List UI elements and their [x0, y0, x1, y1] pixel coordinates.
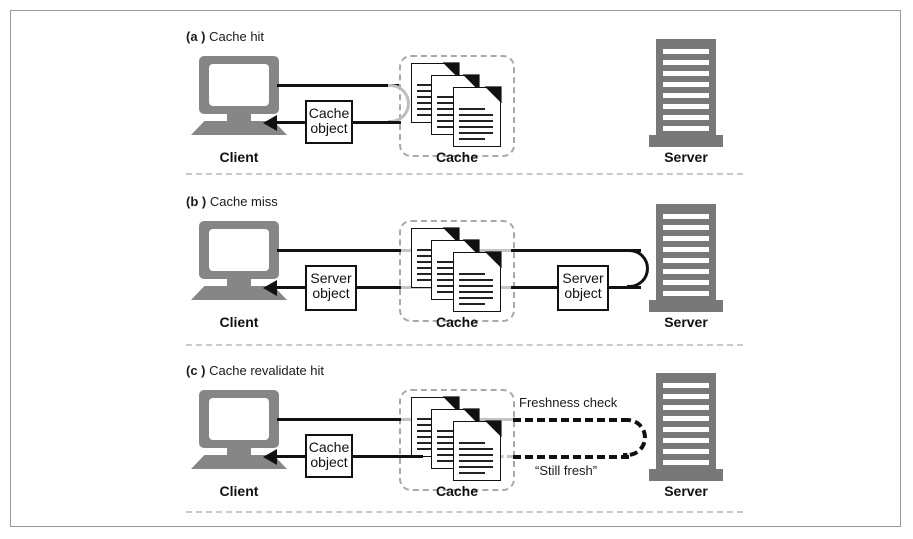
panel-separator-2 — [186, 344, 743, 346]
page-fold-icon — [484, 86, 502, 104]
document-stack-icon-b — [411, 227, 507, 312]
monitor-screen — [209, 229, 269, 271]
response-line-server-b — [609, 286, 641, 289]
document-icon — [453, 86, 502, 147]
client-icon-a — [191, 56, 287, 142]
response-line-left-a — [276, 121, 306, 124]
panel-a-marker: (a ) — [186, 29, 206, 44]
monitor-neck — [227, 113, 251, 122]
cache-label-b: Cache — [435, 314, 479, 330]
panel-a-label: (a ) Cache hit — [186, 29, 264, 44]
monitor-screen — [209, 64, 269, 106]
page-fold-icon — [484, 251, 502, 269]
figure-frame: (a ) Cache hit Client — [10, 10, 901, 527]
server-uturn-connector-b — [627, 249, 649, 288]
server-tower — [656, 39, 716, 137]
request-line-client-to-cache-c — [277, 418, 401, 421]
response-arrow-c — [263, 449, 277, 465]
request-line-a — [277, 84, 399, 87]
freshness-check-line-c — [513, 418, 629, 422]
client-label-c: Client — [219, 483, 259, 499]
server-icon-c — [649, 373, 723, 483]
document-icon — [453, 251, 502, 312]
response-line-right-a — [351, 121, 401, 124]
cache-container-b — [399, 220, 515, 322]
panel-c-marker: (c ) — [186, 363, 206, 378]
server-object-box-left-b: Server object — [305, 265, 357, 311]
server-tower — [656, 204, 716, 302]
cache-object-box-a: Cache object — [305, 100, 353, 144]
client-label-a: Client — [219, 149, 259, 165]
server-base — [649, 135, 723, 147]
request-line-cache-to-server-b — [511, 249, 641, 252]
panel-separator-3 — [186, 511, 743, 513]
response-line-right-c — [351, 455, 423, 458]
still-fresh-line-c — [513, 455, 629, 459]
panel-b-title: Cache miss — [209, 194, 278, 209]
document-icon — [453, 420, 502, 481]
server-base — [649, 300, 723, 312]
request-line-client-to-cache-b — [277, 249, 401, 252]
page-fold-icon — [484, 420, 502, 438]
server-base — [649, 469, 723, 481]
response-line-left-c — [276, 455, 306, 458]
cache-label-c: Cache — [435, 483, 479, 499]
server-tower — [656, 373, 716, 471]
monitor-neck — [227, 278, 251, 287]
monitor-screen — [209, 398, 269, 440]
client-label-b: Client — [219, 314, 259, 330]
panel-a-title: Cache hit — [209, 29, 265, 44]
still-fresh-note: “Still fresh” — [535, 463, 598, 478]
cache-label-a: Cache — [435, 149, 479, 165]
panel-b-label: (b ) Cache miss — [186, 194, 278, 209]
server-icon-b — [649, 204, 723, 314]
panel-separator-1 — [186, 173, 743, 175]
server-label-b: Server — [664, 314, 708, 330]
server-label-c: Server — [664, 483, 708, 499]
cache-container-c — [399, 389, 515, 491]
response-line-left-b — [276, 286, 306, 289]
freshness-check-note: Freshness check — [519, 395, 618, 410]
response-line-right-b — [351, 286, 401, 289]
server-label-a: Server — [664, 149, 708, 165]
server-object-box-right-b: Server object — [557, 265, 609, 311]
server-icon-a — [649, 39, 723, 149]
panel-c-label: (c ) Cache revalidate hit — [186, 363, 324, 378]
monitor-neck — [227, 447, 251, 456]
response-arrow-b — [263, 280, 277, 296]
server-uturn-connector-c — [623, 418, 647, 457]
panel-c-title: Cache revalidate hit — [209, 363, 325, 378]
panel-b-marker: (b ) — [186, 194, 207, 209]
response-arrow-a — [263, 115, 277, 131]
cache-object-box-c: Cache object — [305, 434, 353, 478]
response-line-cache-side-b — [511, 286, 557, 289]
document-stack-icon-a — [411, 62, 507, 147]
document-stack-icon-c — [411, 396, 507, 481]
